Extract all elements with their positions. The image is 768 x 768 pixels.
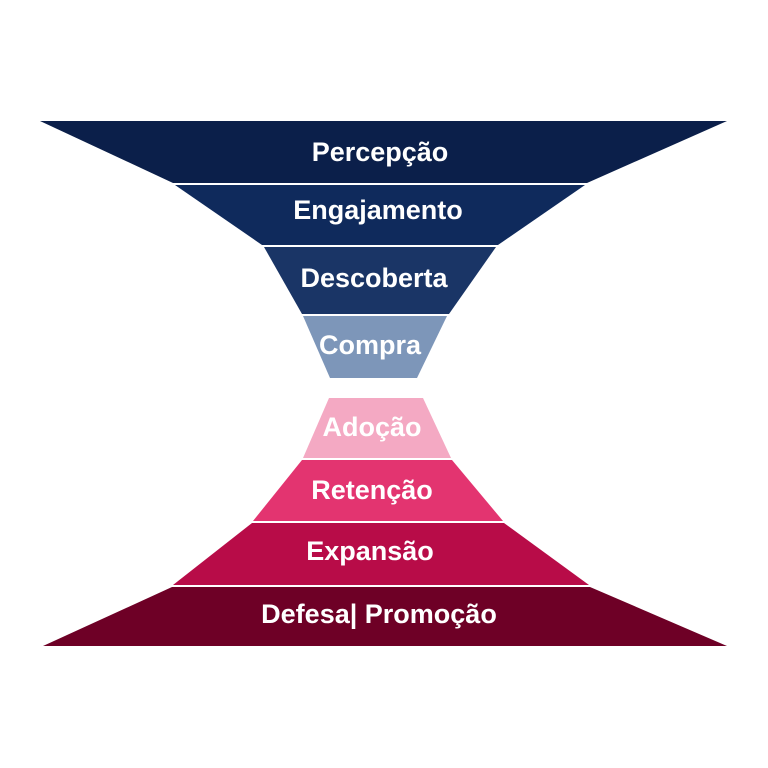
funnel-stage-descoberta: Descoberta (264, 247, 496, 314)
funnel-stage-defesa-promocao: Defesa| Promoção (43, 587, 727, 646)
upper-funnel: Percepção Engajamento Descoberta Compra (40, 121, 727, 378)
funnel-stage-compra: Compra (303, 316, 447, 378)
segment-descoberta-shape (264, 247, 496, 314)
stage-label-percepcao: Percepção (312, 137, 449, 167)
funnel-stage-engajamento: Engajamento (175, 185, 585, 245)
stage-label-adocao: Adoção (322, 412, 421, 442)
segment-retencao-shape (253, 460, 503, 521)
segment-adocao-shape (303, 398, 451, 458)
funnel-stage-expansao: Expansão (173, 523, 589, 585)
stage-label-descoberta: Descoberta (300, 263, 448, 293)
stage-label-engajamento: Engajamento (293, 195, 463, 225)
lower-funnel: Adoção Retenção Expansão Defesa| Promoçã… (43, 398, 727, 646)
segment-engajamento-shape (175, 185, 585, 245)
stage-label-compra: Compra (319, 330, 422, 360)
segment-expansao-shape (173, 523, 589, 585)
segment-percepcao-shape (40, 121, 727, 183)
stage-label-defesa-promocao: Defesa| Promoção (261, 599, 497, 629)
funnel-stage-retencao: Retenção (253, 460, 503, 521)
stage-label-expansao: Expansão (306, 536, 434, 566)
stage-label-retencao: Retenção (311, 475, 433, 505)
funnel-stage-percepcao: Percepção (40, 121, 727, 183)
segment-defesa-promocao-shape (43, 587, 727, 646)
funnel-stage-adocao: Adoção (303, 398, 451, 458)
segment-compra-shape (303, 316, 447, 378)
